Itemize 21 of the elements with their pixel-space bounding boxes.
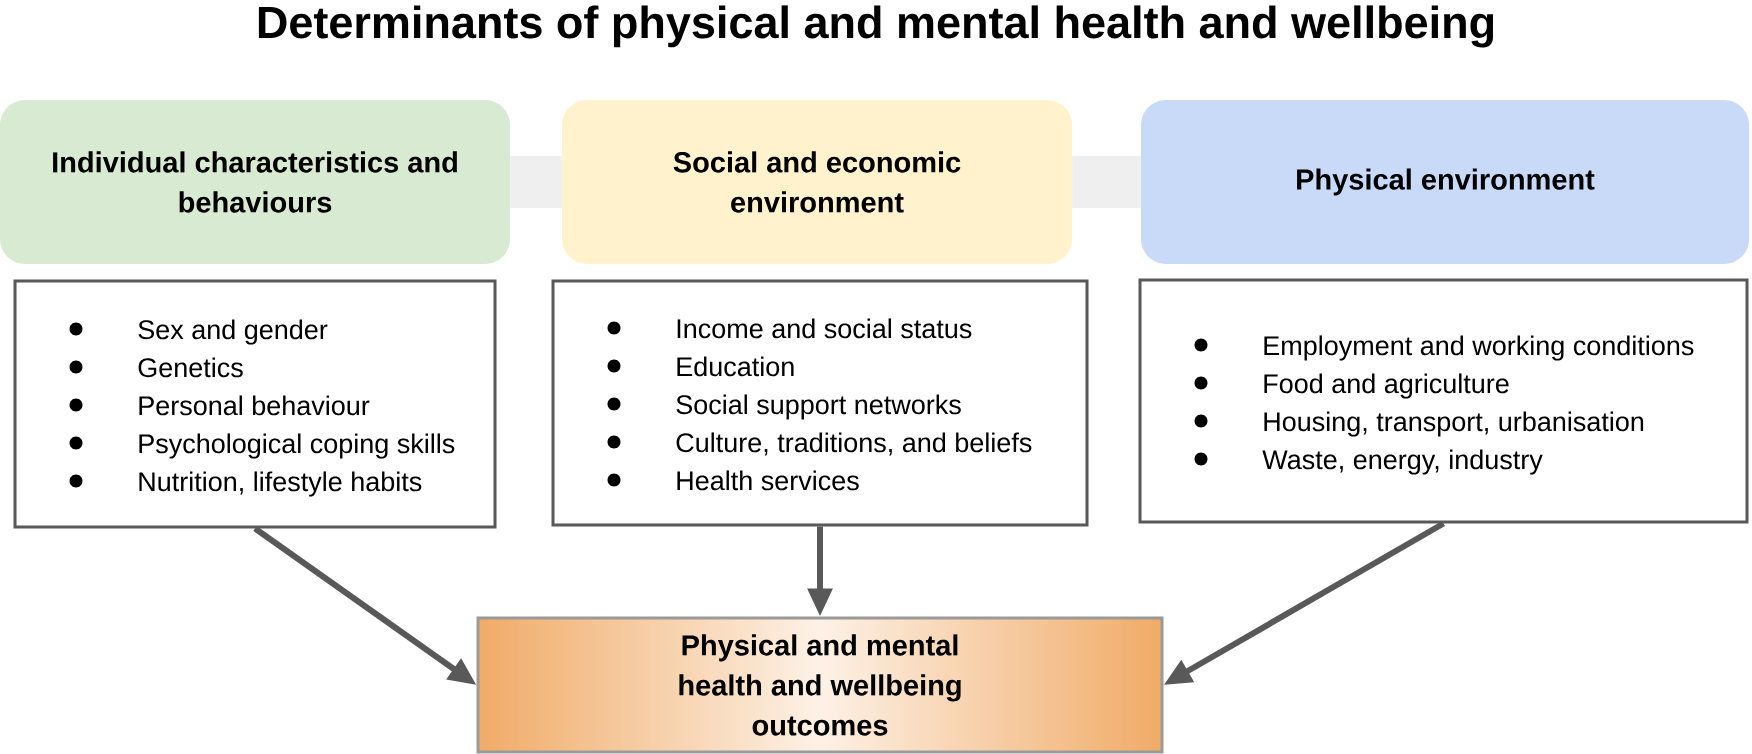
list-item: Waste, energy, industry bbox=[1262, 449, 1543, 475]
list-item: Employment and working conditions bbox=[1264, 335, 1694, 361]
list-item: Income and social status bbox=[677, 318, 972, 339]
list-item: Nutrition, lifestyle habits bbox=[139, 471, 422, 497]
category-box: Individual characteristics and behaviours bbox=[0, 100, 510, 264]
connector-band bbox=[510, 156, 562, 208]
list-item: Housing, transport, urbanisation bbox=[1264, 411, 1644, 437]
list-item: Food and agriculture bbox=[1264, 373, 1509, 399]
outcome-box: Physical and mental health and wellbeing outcomes bbox=[476, 616, 1164, 754]
list-item: Psychological coping skills bbox=[139, 433, 455, 459]
list-item: Health services bbox=[677, 470, 859, 491]
list-item: Personal behaviour bbox=[139, 395, 370, 416]
list-item: Genetics bbox=[138, 357, 243, 378]
diagram-title: Determinants of physical and mental health and wellbeing bbox=[258, 5, 1494, 48]
category-box: Social and economic environment bbox=[562, 100, 1072, 264]
category-box: Physical environment bbox=[1141, 100, 1749, 264]
connector-band bbox=[1072, 156, 1141, 208]
list-item: Culture, traditions, and beliefs bbox=[676, 432, 1032, 456]
list-item: Education bbox=[677, 356, 794, 377]
list-item: Social support networks bbox=[676, 394, 961, 420]
list-item: Sex and gender bbox=[138, 319, 328, 345]
